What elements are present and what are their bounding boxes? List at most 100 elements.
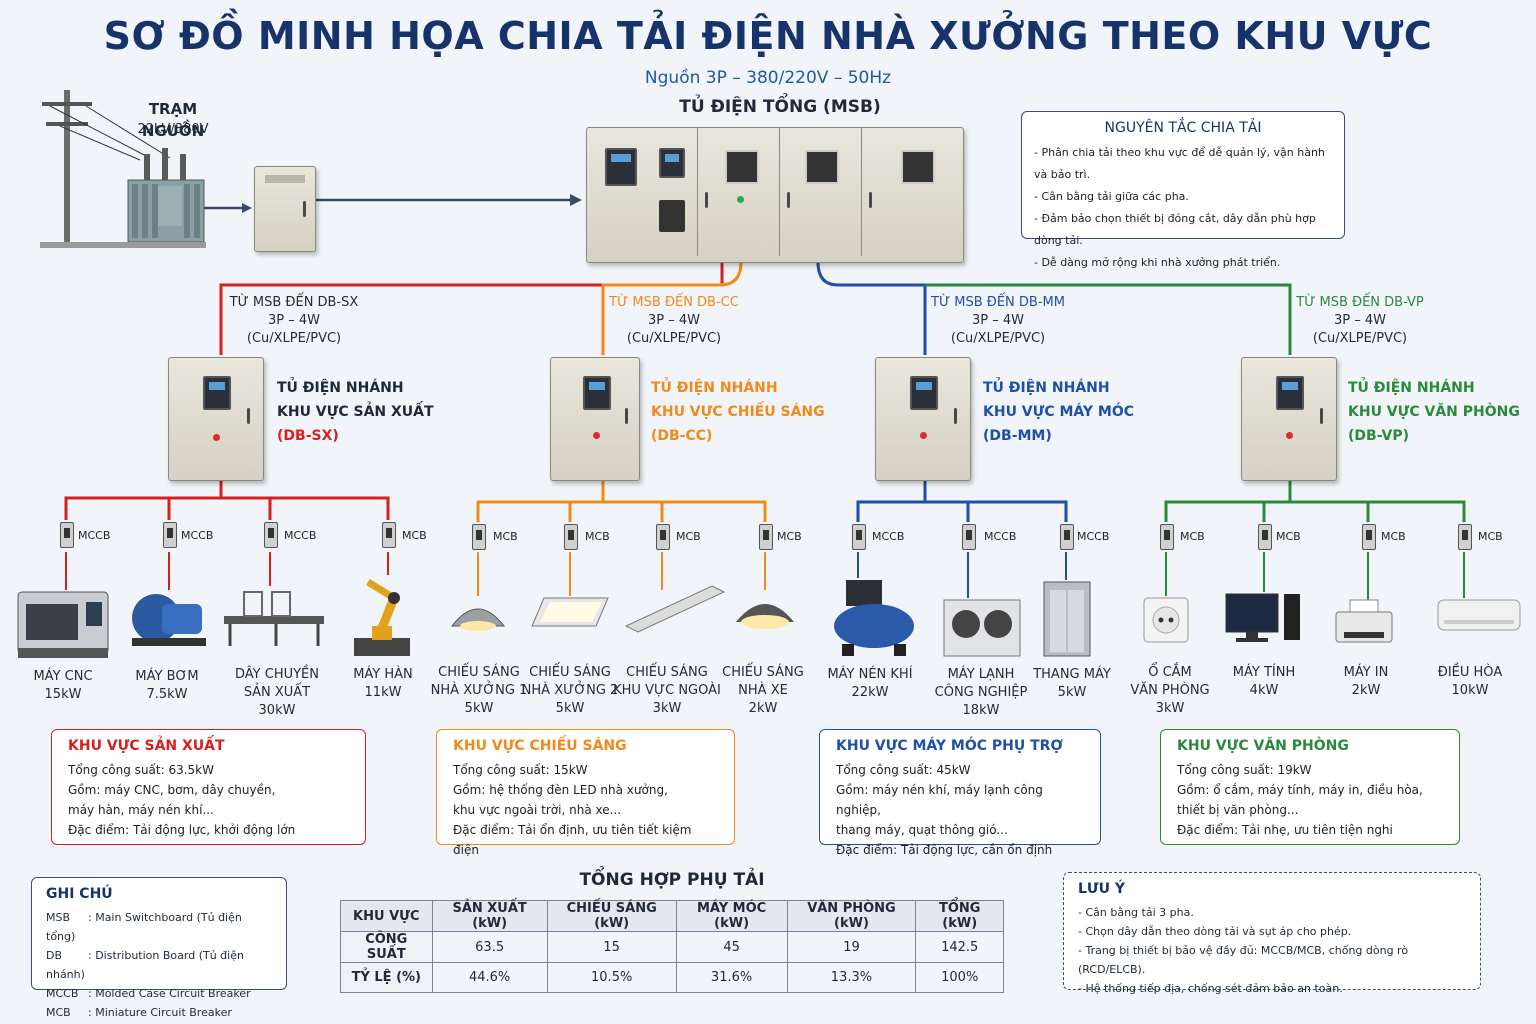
zone-includes: Gồm: máy CNC, bơm, dây chuyền, bbox=[68, 783, 276, 797]
principles-box: NGUYÊN TẮC CHIA TẢI - Phân chia tải theo… bbox=[1021, 111, 1345, 269]
feeder-label-mm: TỪ MSB ĐẾN DB-MM 3P – 4W (Cu/XLPE/PVC) bbox=[930, 294, 1066, 348]
distribution-board-vp bbox=[1241, 357, 1337, 481]
board-label-cc: TỦ ĐIỆN NHÁNH KHU VỰC CHIẾU SÁNG (DB-CC) bbox=[651, 376, 825, 448]
board-line2: KHU VỰC CHIẾU SÁNG bbox=[651, 404, 825, 420]
breaker-icon bbox=[1458, 524, 1472, 550]
breaker-icon bbox=[564, 524, 578, 550]
breaker-label: MCCB bbox=[1077, 530, 1110, 543]
zone-feature: Đặc điểm: Tải động lực, khởi động lớn bbox=[68, 823, 296, 837]
board-line1: TỦ ĐIỆN NHÁNH bbox=[277, 380, 404, 396]
breaker-icon bbox=[1160, 524, 1174, 550]
principle-item: - Phân chia tải theo khu vực để dễ quản … bbox=[1034, 146, 1325, 181]
board-line2: KHU VỰC SẢN XUẤT bbox=[277, 404, 434, 420]
breaker-icon bbox=[725, 150, 759, 184]
feeder-spec: 3P – 4W bbox=[268, 313, 320, 328]
feeder-label-cc: TỪ MSB ĐẾN DB-CC 3P – 4W (Cu/XLPE/PVC) bbox=[606, 294, 742, 348]
principles-title: NGUYÊN TẮC CHIA TẢI bbox=[1104, 120, 1262, 136]
board-line2: KHU VỰC VĂN PHÒNG bbox=[1348, 404, 1520, 420]
main-switchboard bbox=[586, 127, 964, 263]
breaker-label: MCCB bbox=[284, 529, 317, 542]
legend-item: MCB: Miniature Circuit Breaker bbox=[46, 1006, 232, 1019]
note-item: - Cân bằng tải 3 pha. bbox=[1078, 906, 1194, 919]
feeder-cable: (Cu/XLPE/PVC) bbox=[626, 331, 722, 346]
feeder-route: TỪ MSB ĐẾN DB-SX bbox=[229, 295, 359, 310]
breaker-label: MCB bbox=[676, 530, 701, 543]
breaker-icon bbox=[60, 522, 74, 548]
feeder-spec: 3P – 4W bbox=[972, 313, 1024, 328]
feeder-spec: 3P – 4W bbox=[1334, 313, 1386, 328]
zone-feature: Đặc điểm: Tải ổn định, ưu tiên tiết kiệm… bbox=[453, 823, 692, 857]
breaker-icon bbox=[1060, 524, 1074, 550]
feeder-spec: 3P – 4W bbox=[648, 313, 700, 328]
zone-box-machinery: KHU VỰC MÁY MÓC PHỤ TRỢ Tổng công suất: … bbox=[819, 729, 1101, 857]
printer-icon bbox=[1335, 599, 1393, 643]
breaker-label: MCCB bbox=[872, 530, 905, 543]
industrial-ac-icon bbox=[943, 599, 1021, 657]
zone-total: Tổng công suất: 19kW bbox=[1177, 763, 1312, 777]
breaker-icon bbox=[962, 524, 976, 550]
breaker-label: MCB bbox=[402, 529, 427, 542]
air-compressor-icon bbox=[834, 580, 914, 656]
voltmeter-icon bbox=[605, 148, 637, 186]
page-subtitle: Nguồn 3P – 380/220V – 50Hz bbox=[644, 68, 892, 88]
cnc-machine-icon bbox=[17, 591, 109, 658]
source-name: TRẠM NGUỒN bbox=[141, 100, 205, 140]
breaker-icon bbox=[759, 524, 773, 550]
zone-box-lighting: KHU VỰC CHIẾU SÁNG Tổng công suất: 15kW … bbox=[436, 729, 735, 857]
ammeter-icon bbox=[659, 148, 685, 178]
legend-box: GHI CHÚ MSB: Main Switchboard (Tủ điện t… bbox=[31, 877, 287, 1019]
board-label-sx: TỦ ĐIỆN NHÁNH KHU VỰC SẢN XUẤT (DB-SX) bbox=[277, 376, 434, 448]
board-label-vp: TỦ ĐIỆN NHÁNH KHU VỰC VĂN PHÒNG (DB-VP) bbox=[1348, 376, 1520, 448]
power-source-icon bbox=[40, 90, 206, 248]
notes-title: LƯU Ý bbox=[1078, 881, 1125, 897]
breaker-icon bbox=[805, 150, 839, 184]
table-row: TỶ LỆ (%)44.6%10.5%31.6%13.3%100% bbox=[340, 962, 1004, 993]
zone-box-production: KHU VỰC SẢN XUẤT Tổng công suất: 63.5kW … bbox=[51, 729, 366, 845]
legend-title: GHI CHÚ bbox=[46, 886, 113, 902]
breaker-icon bbox=[1258, 524, 1272, 550]
breaker-icon bbox=[382, 522, 396, 548]
zone-total: Tổng công suất: 63.5kW bbox=[68, 763, 214, 777]
legend-item: MSB: Main Switchboard (Tủ điện tổng) bbox=[46, 911, 242, 943]
feeder-cable: (Cu/XLPE/PVC) bbox=[246, 331, 342, 346]
board-line1: TỦ ĐIỆN NHÁNH bbox=[983, 380, 1110, 396]
breaker-icon bbox=[656, 524, 670, 550]
breaker-label: MCB bbox=[1180, 530, 1205, 543]
board-code: (DB-CC) bbox=[651, 428, 713, 444]
high-bay-lamp-icon bbox=[450, 608, 506, 631]
breaker-label: MCB bbox=[1478, 530, 1503, 543]
distribution-board-cc bbox=[550, 357, 640, 481]
board-code: (DB-MM) bbox=[983, 428, 1052, 444]
board-code: (DB-SX) bbox=[277, 428, 339, 444]
breaker-icon bbox=[852, 524, 866, 550]
air-conditioner-icon bbox=[1437, 599, 1521, 631]
notes-box: LƯU Ý - Cân bằng tải 3 pha. - Chọn dây d… bbox=[1063, 872, 1481, 995]
board-line2: KHU VỰC MÁY MÓC bbox=[983, 404, 1135, 420]
zone-includes: Gồm: ổ cắm, máy tính, máy in, điều hòa, bbox=[1177, 783, 1423, 797]
page-title: SƠ ĐỒ MINH HỌA CHIA TẢI ĐIỆN NHÀ XƯỞNG T… bbox=[103, 14, 1433, 58]
principle-item: - Dễ dàng mở rộng khi nhà xưởng phát tri… bbox=[1034, 256, 1281, 269]
feeder-cable: (Cu/XLPE/PVC) bbox=[1312, 331, 1408, 346]
pump-icon bbox=[132, 594, 206, 646]
breaker-label: MCB bbox=[1381, 530, 1406, 543]
summary-title: TỔNG HỢP PHỤ TẢI bbox=[579, 870, 765, 890]
zone-includes: máy hàn, máy nén khí... bbox=[68, 803, 214, 817]
breaker-label: MCB bbox=[585, 530, 610, 543]
feeder-route: TỪ MSB ĐẾN DB-VP bbox=[1296, 295, 1424, 310]
feeder-label-vp: TỪ MSB ĐẾN DB-VP 3P – 4W (Cu/XLPE/PVC) bbox=[1292, 294, 1428, 348]
zone-includes: Gồm: hệ thống đèn LED nhà xưởng, bbox=[453, 783, 668, 797]
welding-robot-icon bbox=[354, 579, 410, 656]
distribution-board-sx bbox=[168, 357, 264, 481]
source-voltage: 22kV/380V bbox=[137, 122, 209, 137]
board-line1: TỦ ĐIỆN NHÁNH bbox=[1348, 380, 1475, 396]
breaker-label: MCCB bbox=[984, 530, 1017, 543]
